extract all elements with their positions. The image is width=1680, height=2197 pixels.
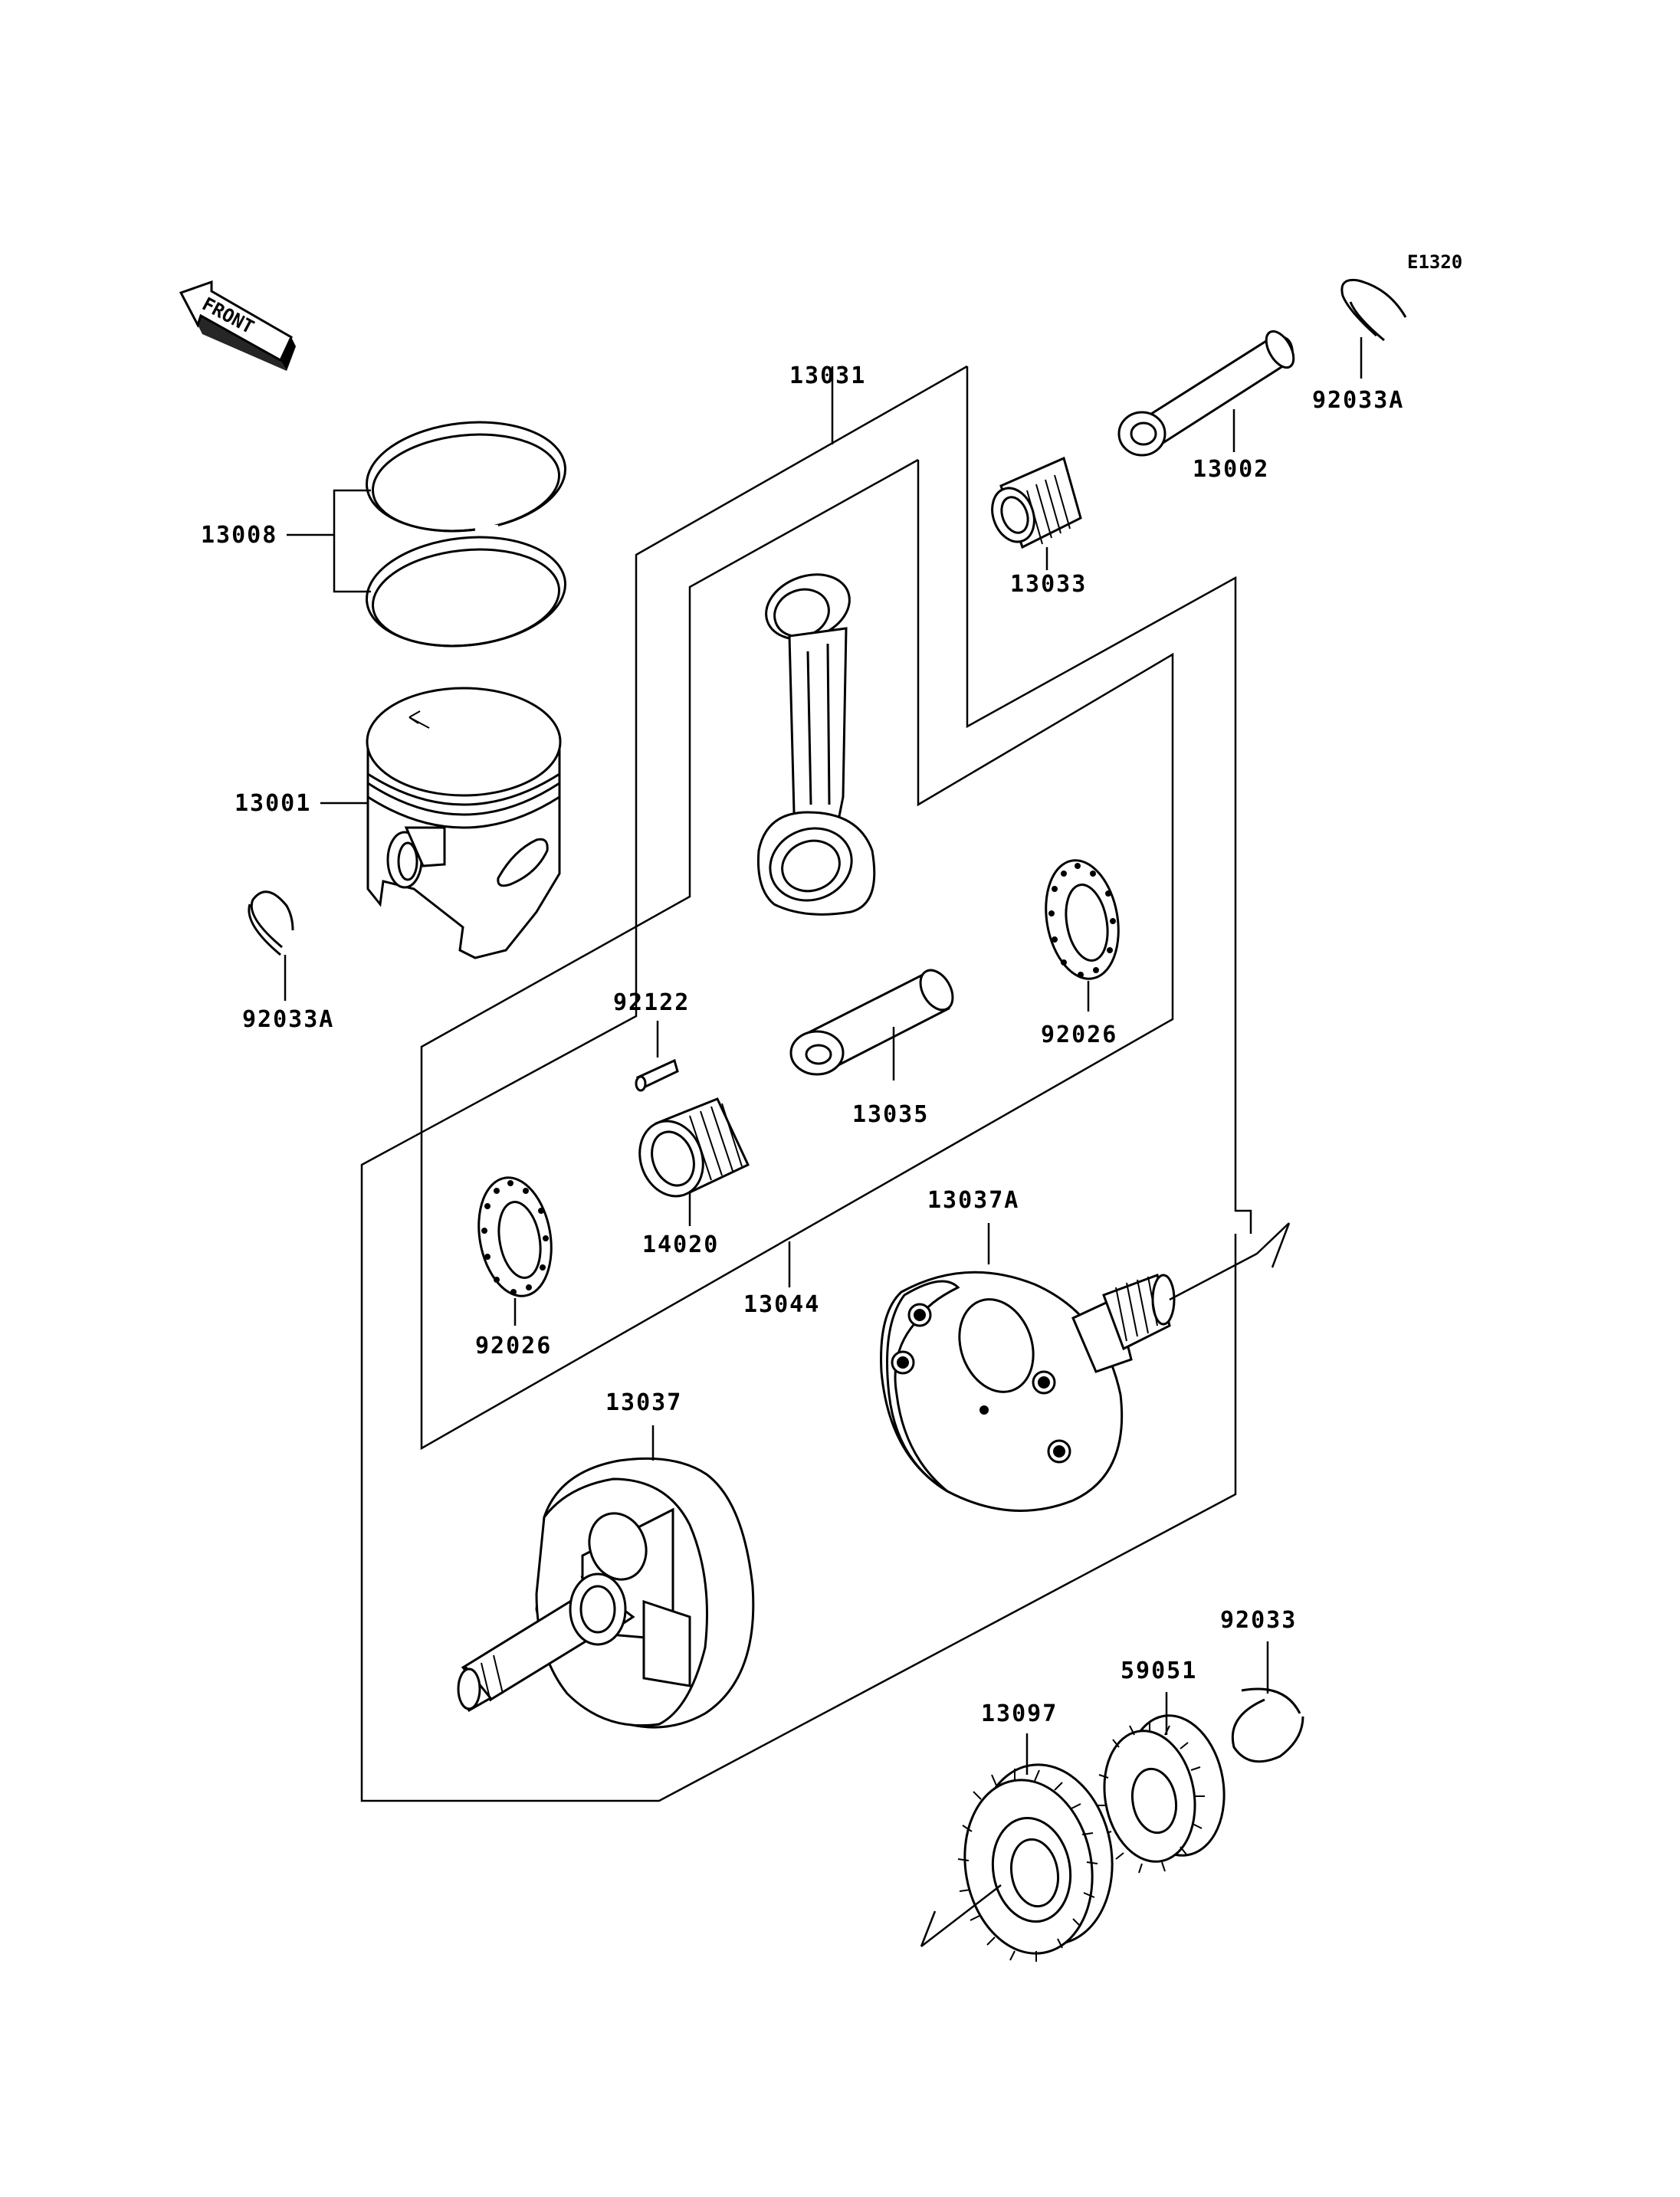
- crank-gear-small: [1098, 1714, 1226, 1874]
- piston: [366, 687, 562, 959]
- label-13008: 13008: [201, 522, 277, 549]
- crank-half-right: [880, 1222, 1291, 1512]
- crank-half-left: [457, 1457, 755, 1729]
- label-92033: 92033: [1220, 1607, 1297, 1634]
- label-92033A-left: 92033A: [242, 1006, 334, 1033]
- thrust-washer-right: [1045, 859, 1120, 980]
- diagram-code: E1320: [1407, 251, 1462, 273]
- crank-pin: [789, 969, 954, 1076]
- label-13031: 13031: [789, 362, 866, 389]
- label-92026-right: 92026: [1041, 1021, 1117, 1048]
- label-14020: 14020: [642, 1231, 719, 1258]
- label-13097: 13097: [981, 1700, 1058, 1727]
- front-arrow-icon: FRONT: [179, 280, 296, 371]
- label-92033A-top: 92033A: [1312, 387, 1404, 414]
- label-92026-left: 92026: [475, 1333, 552, 1359]
- label-13037: 13037: [605, 1389, 682, 1416]
- piston-pin: [1117, 330, 1295, 457]
- needle-bearing-small: [991, 456, 1082, 549]
- label-13002: 13002: [1193, 456, 1269, 483]
- needle-bearing-large: [638, 1097, 750, 1198]
- crank-gear-large: [920, 1763, 1114, 1962]
- label-13044: 13044: [743, 1291, 820, 1318]
- thrust-washer-left: [477, 1176, 553, 1297]
- label-59051: 59051: [1121, 1658, 1197, 1684]
- label-13033: 13033: [1010, 571, 1087, 598]
- crank-pin-dowel: [635, 1058, 679, 1092]
- assembly-outline-13031: [360, 365, 1252, 1802]
- label-13001: 13001: [235, 790, 311, 817]
- connecting-rod: [756, 573, 876, 916]
- label-92122: 92122: [613, 989, 690, 1016]
- piston-rings: [366, 421, 566, 648]
- label-13037A: 13037A: [927, 1187, 1019, 1214]
- assembly-outline-13044: [420, 458, 1174, 1451]
- label-13035: 13035: [852, 1101, 929, 1128]
